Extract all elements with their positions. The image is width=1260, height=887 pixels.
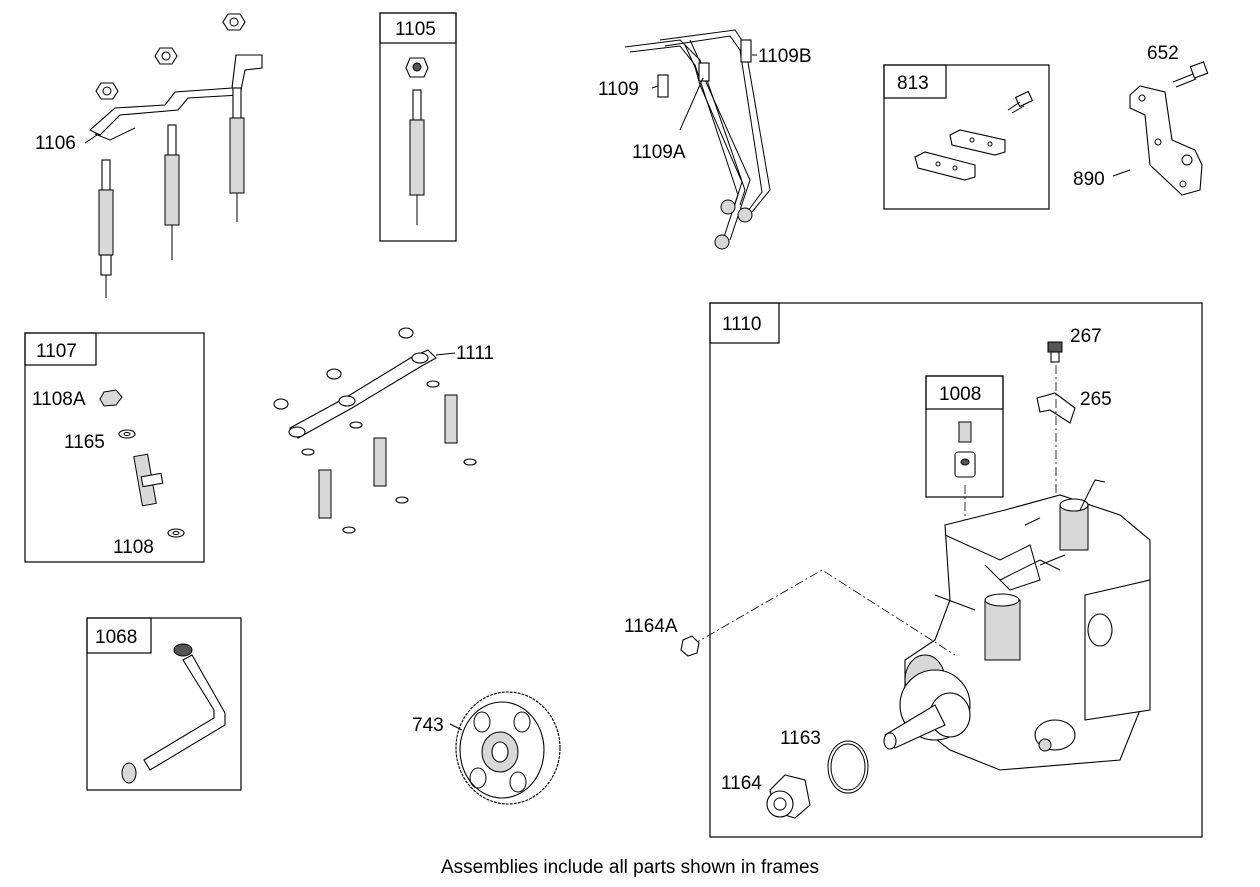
part-1164-nut: 1164 [721, 773, 811, 819]
footer-caption: Assemblies include all parts shown in fr… [440, 857, 820, 878]
frame-1068[interactable]: 1068 [86, 617, 242, 791]
callout-1108: 1108 [113, 537, 154, 558]
part-265-clamp: 265 [1036, 389, 1112, 424]
washer [167, 528, 185, 538]
callout-890: 890 [1073, 169, 1105, 190]
part-1163-o-ring: 1163 [780, 728, 869, 794]
frame-label-813: 813 [897, 73, 929, 94]
callout-1106: 1106 [35, 133, 76, 154]
clamp-plate [949, 129, 1006, 156]
frame-label-1105: 1105 [395, 19, 436, 40]
hose-clamp [121, 762, 137, 784]
callout-267: 267 [1070, 326, 1102, 347]
frame-label-1110: 1110 [722, 314, 761, 335]
callout-1164A: 1164A [624, 616, 678, 637]
frame-1105[interactable]: 1105 [379, 12, 457, 242]
nut [95, 82, 119, 100]
hose [143, 654, 226, 771]
frame-1107[interactable]: 1107 1108A 1165 1108 [24, 332, 205, 563]
callout-1111: 1111 [456, 343, 494, 364]
glow-plug [98, 159, 114, 298]
frame-813[interactable]: 813 [883, 64, 1050, 210]
callout-1164: 1164 [721, 773, 762, 794]
stud [133, 453, 164, 507]
part-267-bolt: 267 [1047, 326, 1102, 363]
injection-pump [883, 479, 1151, 771]
callout-1163: 1163 [780, 728, 821, 749]
frame-label-1068: 1068 [95, 627, 137, 648]
nut [154, 47, 178, 65]
glow-plug [405, 57, 429, 225]
callout-1165: 1165 [64, 432, 105, 453]
part-1111-bus-bar[interactable]: 1111 [273, 327, 494, 534]
washer [118, 429, 136, 439]
part-1109-injector-lines[interactable]: 1109 1109A 1109B [598, 29, 812, 250]
part-743-gear[interactable]: 743 [412, 691, 561, 805]
part-1106-glow-plug-set[interactable]: 1106 [35, 13, 263, 298]
frame-1110[interactable]: 1110 1008 267 265 [624, 302, 1203, 838]
hose-clamp [173, 643, 193, 657]
callout-1108A: 1108A [32, 389, 86, 410]
frame-1008[interactable]: 1008 [925, 375, 1004, 498]
glow-plug [229, 87, 245, 222]
clamp-plate [914, 151, 976, 181]
callout-652: 652 [1147, 43, 1179, 64]
callout-1109B: 1109B [758, 46, 812, 67]
callout-1109A: 1109A [632, 142, 686, 163]
part-890-bracket[interactable]: 890 [1073, 85, 1203, 196]
callout-1109: 1109 [598, 79, 639, 100]
frame-label-1107: 1107 [36, 341, 77, 362]
part-652-bolt[interactable]: 652 [1147, 43, 1209, 88]
callout-265: 265 [1080, 389, 1112, 410]
frame-label-1008: 1008 [939, 384, 981, 405]
bolt [1007, 90, 1034, 114]
nut [222, 13, 246, 31]
nut [99, 389, 123, 407]
glow-plug [164, 124, 180, 260]
callout-743: 743 [412, 715, 444, 736]
